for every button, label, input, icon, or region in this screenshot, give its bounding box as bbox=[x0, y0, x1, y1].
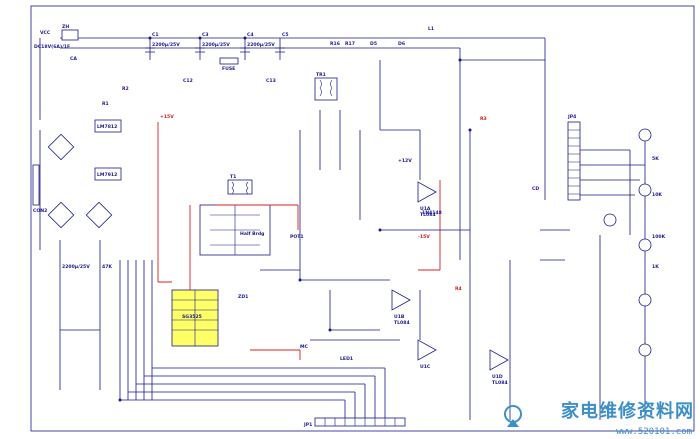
svg-text:100K: 100K bbox=[652, 234, 666, 240]
fuse: FUSE bbox=[219, 57, 239, 72]
svg-text:MC: MC bbox=[300, 344, 309, 350]
svg-text:47K: 47K bbox=[102, 264, 112, 270]
svg-text:TL084: TL084 bbox=[394, 320, 410, 326]
svg-text:TR1: TR1 bbox=[316, 72, 326, 78]
mosfet-bank: Half Brdg bbox=[199, 204, 271, 256]
opamp-u1b: U1B TL084 bbox=[391, 289, 411, 326]
svg-text:L1: L1 bbox=[428, 26, 434, 32]
center-signals bbox=[260, 110, 421, 341]
svg-text:U1C: U1C bbox=[420, 364, 431, 370]
transformer-tr2: T1 bbox=[227, 174, 253, 195]
svg-text:U1A: U1A bbox=[420, 206, 431, 212]
svg-text:-15V: -15V bbox=[418, 234, 430, 240]
svg-text:2200μ/25V: 2200μ/25V bbox=[62, 264, 90, 270]
svg-text:+15V: +15V bbox=[160, 114, 174, 120]
svg-text:CA: CA bbox=[70, 56, 77, 62]
svg-text:POT1: POT1 bbox=[290, 234, 304, 240]
svg-text:T1: T1 bbox=[230, 174, 236, 180]
svg-text:10K: 10K bbox=[652, 192, 662, 198]
misc-labels: R1 R2 C12 C13 R17 R16 D5 D6 L1 POT1 ZD1 … bbox=[40, 26, 539, 362]
top-rail bbox=[60, 37, 470, 49]
left-lower-caps bbox=[59, 240, 101, 390]
svg-text:DC18V(6A)/1F: DC18V(6A)/1F bbox=[34, 44, 70, 50]
svg-text:TL084: TL084 bbox=[492, 380, 508, 386]
junction-dots bbox=[118, 36, 472, 402]
svg-text:2200μ/25V: 2200μ/25V bbox=[202, 42, 230, 48]
svg-text:FUSE: FUSE bbox=[222, 66, 235, 72]
capacitor-bank: C1 2200μ/25V C3 2200μ/25V C4 2200μ/25V C… bbox=[145, 32, 289, 60]
svg-text:5K: 5K bbox=[652, 156, 659, 162]
svg-text:CON2: CON2 bbox=[33, 208, 47, 214]
svg-text:C4: C4 bbox=[247, 32, 254, 38]
svg-text:R4: R4 bbox=[455, 286, 462, 292]
frame-border bbox=[30, 5, 695, 432]
regulator-7812: LM7812 bbox=[94, 119, 122, 133]
svg-text:JP4: JP4 bbox=[567, 114, 576, 120]
svg-text:C3: C3 bbox=[202, 32, 209, 38]
svg-text:JP1: JP1 bbox=[303, 422, 312, 428]
svg-text:U1D: U1D bbox=[492, 374, 503, 380]
svg-text:SG3525: SG3525 bbox=[182, 314, 202, 320]
svg-text:ZH: ZH bbox=[62, 24, 69, 30]
svg-text:CD: CD bbox=[532, 186, 539, 192]
svg-text:1N4148: 1N4148 bbox=[422, 210, 442, 216]
regulator-7912: LM7912 bbox=[94, 167, 122, 181]
opamp-u1d: U1D TL084 bbox=[489, 349, 509, 386]
connector-con2: CON2 bbox=[32, 164, 47, 214]
svg-text:R3: R3 bbox=[480, 116, 487, 122]
svg-text:U1B: U1B bbox=[394, 314, 405, 320]
bridge-rectifier-1 bbox=[47, 133, 113, 229]
svg-text:ZD1: ZD1 bbox=[238, 294, 248, 300]
svg-text:D6: D6 bbox=[398, 41, 405, 47]
svg-text:2200μ/25V: 2200μ/25V bbox=[152, 42, 180, 48]
svg-text:R16: R16 bbox=[330, 41, 340, 47]
transformer-tr1: TR1 bbox=[314, 72, 338, 101]
input-connector: DC18V(6A)/1F ZH bbox=[34, 24, 79, 50]
watermark-logo bbox=[502, 405, 524, 429]
bottom-bus bbox=[119, 260, 386, 418]
svg-text:C13: C13 bbox=[266, 78, 276, 84]
opamp-u1a: U1A TL084 bbox=[417, 181, 437, 218]
opamp-u1c: U1C bbox=[417, 339, 437, 370]
watermark-url: www.520101.com bbox=[616, 427, 692, 437]
svg-text:D5: D5 bbox=[370, 41, 377, 47]
svg-text:C12: C12 bbox=[183, 78, 193, 84]
svg-text:LED1: LED1 bbox=[340, 356, 353, 362]
connector-jp1: JP1 bbox=[303, 417, 406, 428]
svg-text:R2: R2 bbox=[122, 86, 129, 92]
svg-text:C1: C1 bbox=[152, 32, 159, 38]
svg-text:1K: 1K bbox=[652, 264, 659, 270]
right-bus bbox=[379, 37, 570, 420]
red-power-path bbox=[157, 122, 441, 360]
svg-text:R1: R1 bbox=[102, 101, 109, 107]
watermark-text: 家电维修资料网 bbox=[561, 401, 694, 422]
output-transistors: 5K 10K 100K 1K bbox=[580, 128, 666, 420]
svg-text:LM7812: LM7812 bbox=[97, 124, 117, 130]
svg-text:R17: R17 bbox=[345, 41, 355, 47]
svg-text:2200μ/25V: 2200μ/25V bbox=[247, 42, 275, 48]
connector-jp4: JP4 bbox=[567, 114, 581, 201]
svg-text:LM7912: LM7912 bbox=[97, 172, 117, 178]
svg-text:TL084: TL084 bbox=[420, 212, 436, 218]
controller-ic: SG3525 bbox=[171, 289, 219, 347]
svg-text:Half Brdg: Half Brdg bbox=[240, 231, 264, 237]
svg-text:VCC: VCC bbox=[40, 30, 51, 36]
svg-text:+12V: +12V bbox=[398, 158, 412, 164]
svg-text:C5: C5 bbox=[282, 32, 289, 38]
